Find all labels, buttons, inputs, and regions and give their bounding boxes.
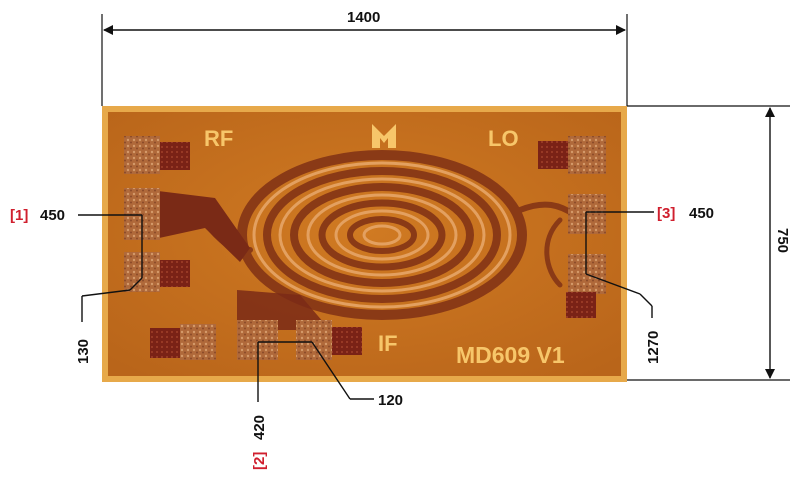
part-number-label: MD609 V1: [456, 342, 565, 368]
lo-ground-pad-bottom-dark: [566, 292, 596, 318]
lo-signal-pad: [568, 194, 606, 234]
rf-label: RF: [204, 126, 233, 151]
callout-130: 130: [75, 277, 143, 364]
width-value: 1400: [347, 9, 380, 26]
height-dimension: 750: [627, 105, 791, 381]
callout-1-ref: [1]: [10, 207, 28, 224]
callout-130-value: 130: [75, 339, 92, 364]
lo-ground-pad-top-dark: [538, 141, 568, 169]
callout-3: [3] 450: [585, 205, 714, 274]
rf-ground-pad-top-dark: [160, 142, 190, 170]
callout-2-ref: [2]: [251, 452, 268, 470]
callout-120-value: 120: [378, 392, 403, 409]
width-dimension: 1400: [101, 9, 628, 106]
callout-2-value: 420: [251, 415, 268, 440]
if-ground-pad-right-dark: [332, 327, 362, 355]
callout-3-value: 450: [689, 205, 714, 222]
if-label: IF: [378, 331, 398, 356]
callout-1-value: 450: [40, 207, 65, 224]
callout-1: [1] 450: [10, 207, 143, 278]
callout-120: 120: [311, 341, 403, 409]
callout-2: 420 [2]: [251, 341, 312, 470]
lo-label: LO: [488, 126, 519, 151]
rf-ground-pad-top: [124, 136, 160, 174]
callout-3-ref: [3]: [657, 205, 675, 222]
lo-ground-pad-top: [568, 136, 606, 174]
if-ground-pad-left: [180, 324, 216, 360]
bottom-pads: [150, 320, 362, 360]
rf-ground-pad-bottom-dark: [160, 260, 190, 287]
if-ground-pad-right: [296, 320, 332, 360]
m-logo-icon: [372, 124, 396, 148]
callout-1270: 1270: [585, 273, 662, 364]
height-value: 750: [774, 228, 791, 253]
callout-1270-value: 1270: [645, 331, 662, 364]
if-ground-pad-left-dark: [150, 328, 180, 358]
rf-taper-trace: [150, 190, 250, 262]
right-pads: [538, 136, 606, 318]
